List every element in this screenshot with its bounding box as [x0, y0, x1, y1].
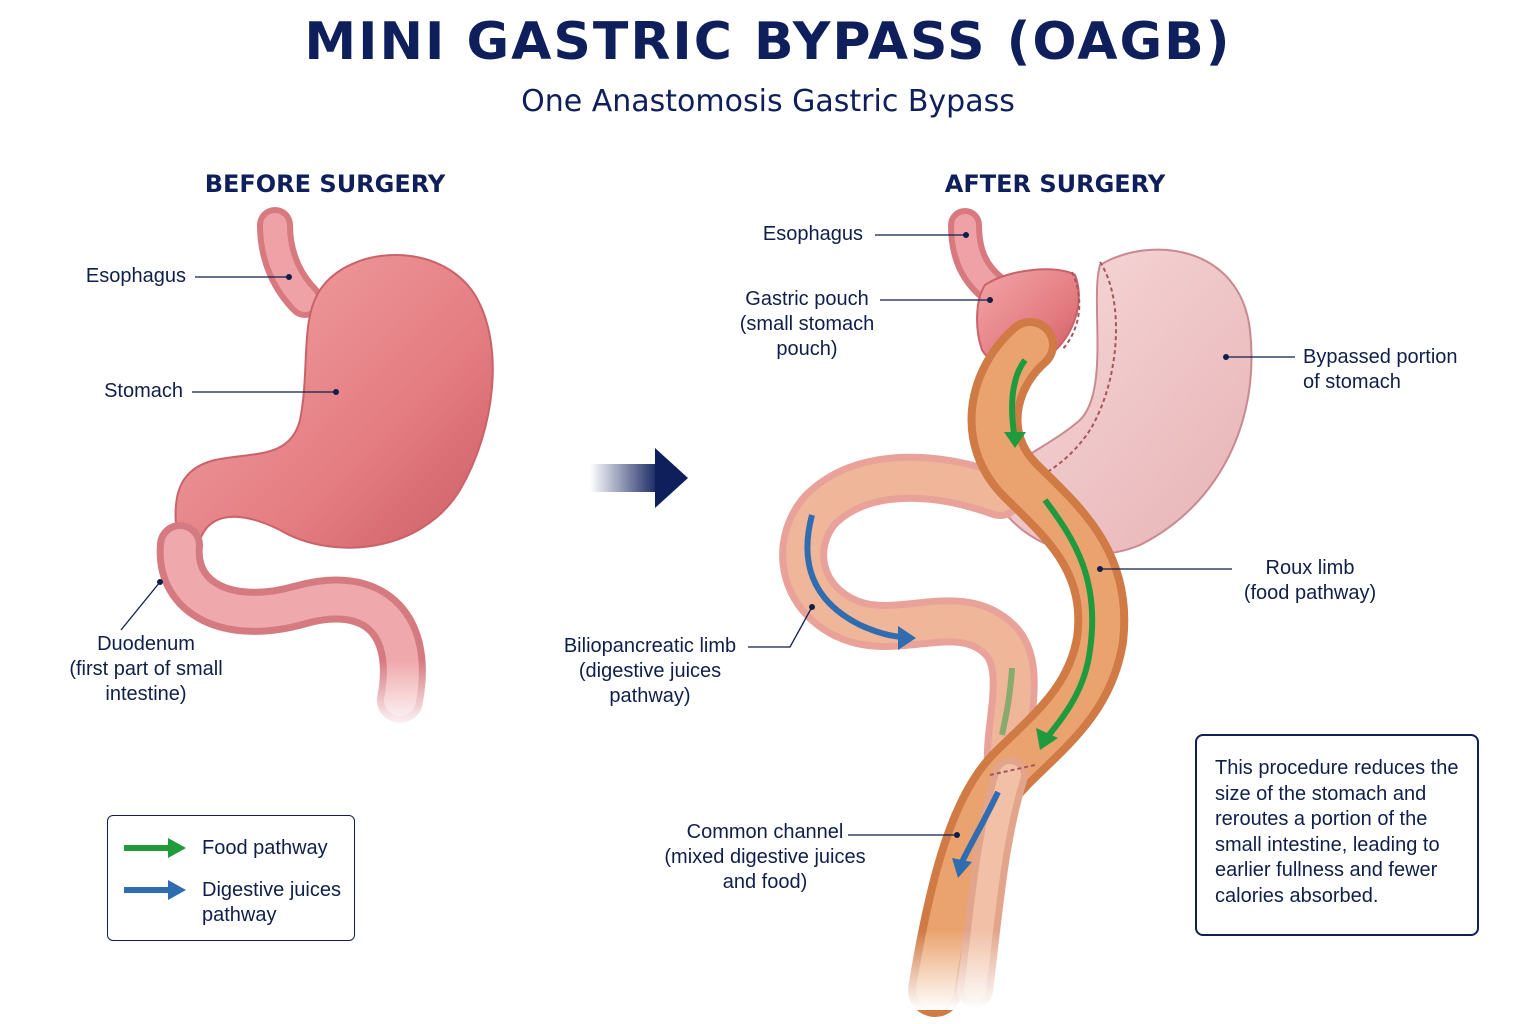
label-duodenum: Duodenum (first part of small intestine)	[69, 633, 223, 705]
legend-label-food: Food pathway	[202, 837, 328, 859]
right-arrow-icon	[590, 448, 688, 508]
label-common-channel: Common channel (mixed digestive juices a…	[664, 821, 866, 893]
before-surgery-heading: BEFORE SURGERY	[204, 170, 446, 198]
procedure-note: This procedure reduces the size of the s…	[1195, 734, 1479, 936]
before-stomach-drawing	[156, 207, 494, 730]
label-bypassed-stomach: Bypassed portion of stomach	[1303, 346, 1458, 393]
after-procedure-drawing	[779, 208, 1253, 1017]
legend-item-juices: Digestive juices pathway	[122, 878, 341, 928]
leader-dots	[157, 232, 1229, 838]
label-esophagus-after: Esophagus	[762, 223, 863, 245]
label-biliopancreatic-limb: Biliopancreatic limb (digestive juices p…	[563, 635, 737, 707]
blue-arrow-icon	[124, 880, 186, 900]
label-roux-limb: Roux limb (food pathway)	[1243, 557, 1377, 604]
legend-label-juices: Digestive juices pathway	[202, 879, 341, 926]
legend-item-food: Food pathway	[122, 836, 328, 861]
green-arrow-icon	[124, 838, 186, 858]
label-stomach: Stomach	[104, 380, 183, 402]
leader-lines	[120, 234, 1295, 836]
page-subtitle: One Anastomosis Gastric Bypass	[521, 84, 1015, 119]
page-title: MINI GASTRIC BYPASS (OAGB)	[304, 12, 1232, 72]
label-esophagus-before: Esophagus	[85, 265, 186, 287]
label-gastric-pouch: Gastric pouch (small stomach pouch)	[739, 288, 875, 360]
after-surgery-heading: AFTER SURGERY	[944, 170, 1166, 198]
legend: Food pathway Digestive juices pathway	[107, 815, 355, 941]
